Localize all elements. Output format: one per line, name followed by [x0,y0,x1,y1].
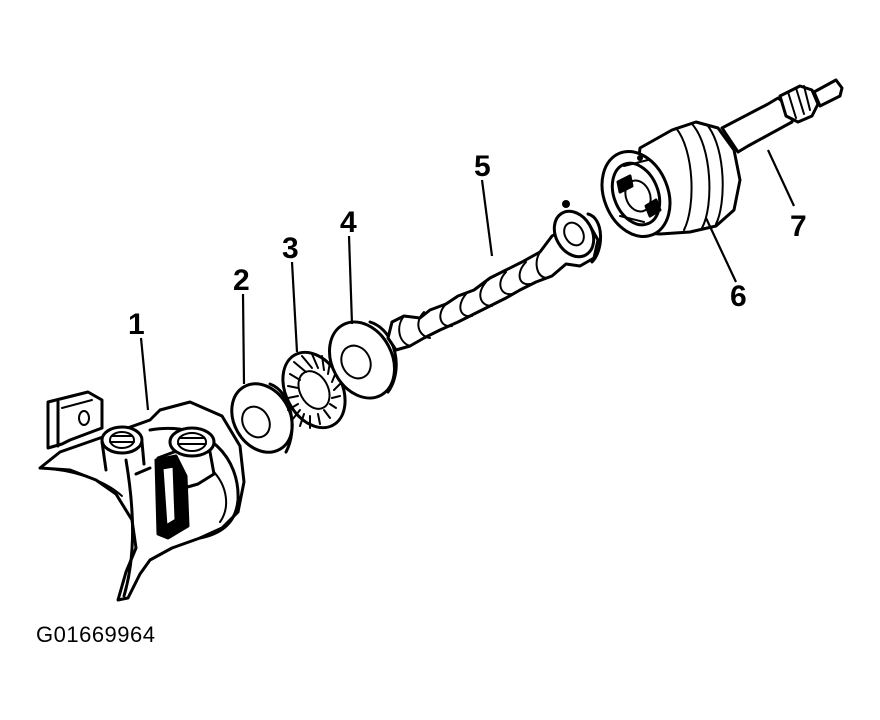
leader-line-6 [705,217,737,283]
leader-line-3 [290,261,299,353]
part-6-valve-housing [600,120,742,239]
part-2-washer [230,382,294,454]
leader-line-2 [241,293,246,385]
callout-5: 5 [474,150,491,183]
callout-1: 1 [128,308,145,341]
leader-line-4 [347,235,354,325]
part-4-thrust-washer [328,320,398,400]
leader-line-1 [139,337,150,411]
callout-6: 6 [730,280,747,313]
part-1-gear-housing [38,390,246,602]
callout-3: 3 [282,232,299,265]
callout-4: 4 [340,206,357,239]
leader-line-7 [767,149,795,207]
part-3-thrust-bearing [281,350,347,430]
part-7-input-shaft [720,78,844,154]
callout-7: 7 [790,210,807,243]
figure-id: G01669964 [36,622,156,647]
leader-lines [139,149,795,411]
leader-line-5 [480,179,494,257]
callout-2: 2 [233,264,250,297]
part-5-worm-shaft [386,200,603,352]
